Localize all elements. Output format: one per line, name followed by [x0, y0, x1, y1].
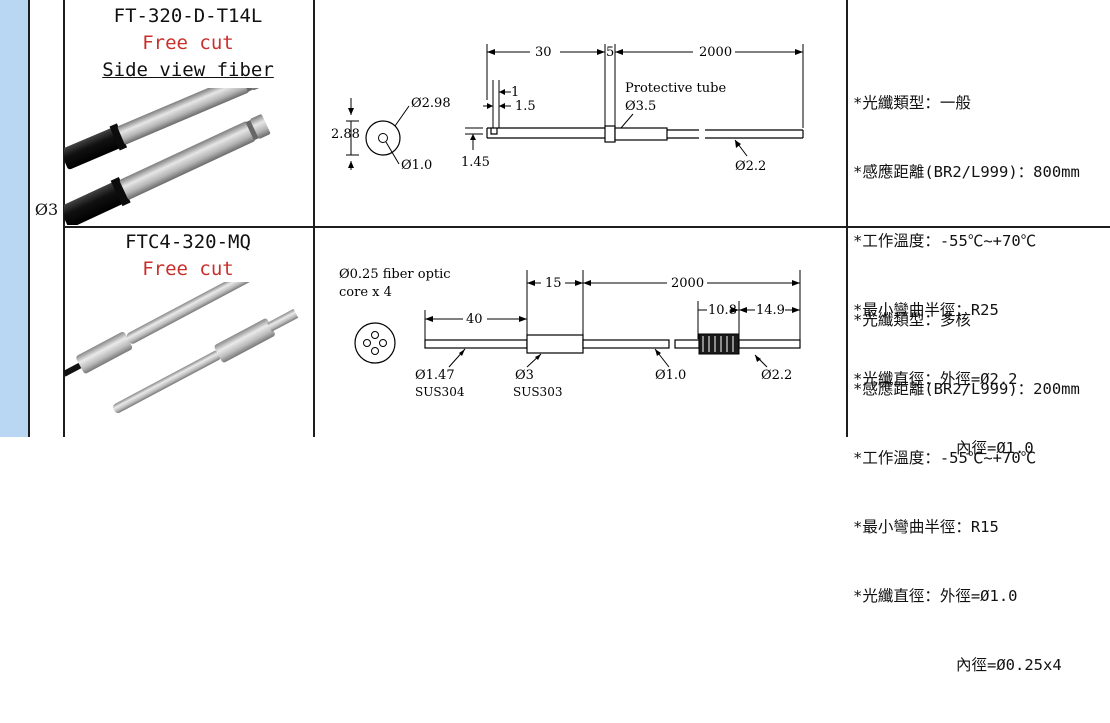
sleeve-dia-label: Ø3	[515, 368, 534, 383]
fiber-photo-2	[64, 282, 299, 414]
spec-bend: *最小彎曲半徑：R25	[853, 301, 999, 319]
probe-material-label: SUS304	[415, 385, 465, 399]
inner-dia-label: Ø1.0	[401, 158, 432, 173]
spec-diameter: *光纖直徑：外徑=Ø2.2	[853, 370, 1018, 388]
len-5-label: 5	[606, 45, 614, 60]
dimension-drawing-2: Ø0.25 fiber optic core x 4 40 15 2000 10…	[339, 267, 801, 399]
spec-temp: *工作溫度：-55℃~+70℃	[853, 232, 1037, 250]
height-label: 2.88	[331, 127, 360, 142]
spec-inner: 內徑=Ø0.25x4	[956, 656, 1062, 674]
end-dia-label: Ø2.2	[761, 368, 792, 383]
core-label-2: core x 4	[339, 285, 392, 300]
fiber-dia-label: Ø1.0	[655, 368, 686, 383]
free-cut-note: Free cut	[142, 32, 234, 54]
len-2000-label: 2000	[699, 45, 732, 60]
spec-sheet: Ø3 FT-320-D-T14L Free cut Side view fibe…	[0, 0, 1110, 674]
fiber-photo-1	[64, 88, 271, 225]
tube-label: Protective tube	[625, 81, 726, 96]
left-color-strip	[0, 0, 29, 437]
side-view-note: Side view fiber	[102, 59, 274, 81]
tube-dia-label: Ø3.5	[625, 99, 656, 114]
dim-15-label: 1.5	[515, 99, 536, 114]
row1-title-block: FT-320-D-T14L Free cut Side view fiber	[65, 3, 311, 84]
model-name: FT-320-D-T14L	[113, 5, 263, 27]
grid-line	[28, 0, 30, 437]
grid-line	[313, 0, 315, 437]
len-2000-label: 2000	[671, 276, 704, 291]
len-108-label: 10.8	[708, 303, 737, 318]
outer-dia-label: Ø2.98	[411, 96, 451, 111]
len-40-label: 40	[466, 312, 483, 327]
dim-1-label: 1	[511, 85, 519, 100]
spec-diameter: *光纖直徑：外徑=Ø1.0	[853, 587, 1018, 605]
size-label: Ø3	[34, 200, 59, 219]
cross-section-core	[378, 133, 388, 143]
sleeve-material-label: SUS303	[513, 385, 562, 399]
dimension-drawing-1: 2.88 Ø2.98 Ø1.0 30 5 2000 1 1.5	[331, 44, 804, 174]
len-149-label: 14.9	[756, 303, 785, 318]
grid-line	[63, 0, 65, 437]
spec-type: *光纖類型：多核	[853, 311, 971, 329]
fiber-dia-label: Ø2.2	[735, 159, 766, 174]
len-15-label: 15	[545, 276, 562, 291]
grid-line	[846, 0, 848, 437]
spec-type: *光纖類型：一般	[853, 94, 971, 112]
model-name: FTC4-320-MQ	[125, 231, 251, 253]
cross-section-outer	[365, 120, 401, 156]
spec-distance: *感應距離(BR2/L999)：800mm	[853, 163, 1080, 181]
free-cut-note: Free cut	[142, 258, 234, 280]
len-30-label: 30	[535, 45, 552, 60]
spec-distance: *感應距離(BR2/L999)：200mm	[853, 380, 1080, 398]
cross-section-outer	[354, 322, 396, 364]
core-label-1: Ø0.25 fiber optic	[339, 267, 451, 282]
spec-temp: *工作溫度：-55℃~+70℃	[853, 449, 1037, 467]
row-divider	[63, 226, 1110, 228]
spec-bend: *最小彎曲半徑：R15	[853, 518, 999, 536]
row2-title-block: FTC4-320-MQ Free cut	[65, 229, 311, 283]
dim-145-label: 1.45	[461, 155, 490, 170]
probe-dia-label: Ø1.47	[415, 368, 455, 383]
row2-specs: *光纖類型：多核 *感應距離(BR2/L999)：200mm *工作溫度：-55…	[853, 263, 1080, 723]
